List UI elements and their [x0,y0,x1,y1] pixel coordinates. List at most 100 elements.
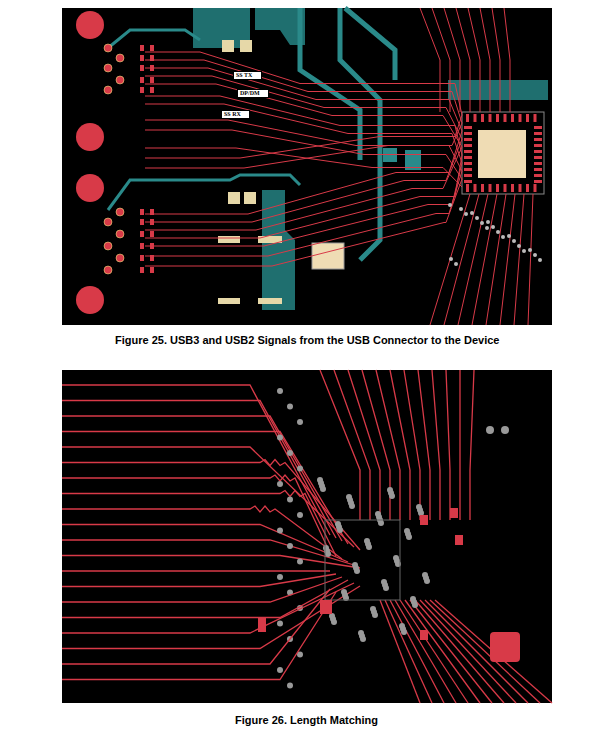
connector-pin [116,208,124,216]
ic-pin [474,114,477,122]
matched-trace [62,574,336,587]
signal-trace [458,194,488,325]
capacitor-pad [140,255,144,261]
via [464,212,468,216]
connector-pin [104,266,112,274]
ic-pin [526,184,529,192]
signal-trace [430,194,470,325]
via [277,481,283,487]
ic-pin [534,162,542,165]
signal-tag: SS TX [233,71,262,80]
signal-trace [145,139,462,222]
via [389,493,395,499]
ic-outline [325,520,400,600]
matched-trace [62,583,354,633]
pad [320,600,332,614]
via [349,503,355,509]
capacitor-pad [140,45,144,51]
figure-caption: Figure 25. USB3 and USB2 Signals from th… [115,334,499,346]
signal-trace [486,194,506,325]
signal-trace [145,115,462,158]
connector-pin [116,76,124,84]
ic-pin [489,114,492,122]
matched-trace [62,525,348,563]
via [287,450,293,456]
matched-trace [62,586,360,649]
ic-pin [534,184,537,192]
signal-trace [514,194,524,325]
via [522,249,526,253]
pad [240,40,252,52]
pcb-board [62,370,552,703]
ic-pin [504,114,507,122]
connector-pin [104,218,112,226]
ic-pin [511,114,514,122]
signal-trace [504,8,510,112]
via [501,426,509,434]
capacitor-pad [150,243,154,249]
matched-trace [62,580,348,618]
matched-trace [62,540,354,565]
via [538,258,542,262]
via [354,568,360,574]
via [485,226,489,230]
connector-pin [116,254,124,262]
connector-shell-pad [76,286,104,314]
capacitor-pad [140,243,144,249]
matched-trace [432,370,440,520]
capacitor-pad [150,45,154,51]
ic-pin [504,184,507,192]
pad [218,236,240,243]
matched-trace [62,475,330,553]
via [297,512,303,518]
matched-trace [446,370,450,520]
ic-pin [534,150,542,153]
signal-trace [472,194,497,325]
via [297,559,303,565]
via [424,578,430,584]
via [372,612,378,618]
connector-shell-pad [76,123,104,151]
capacitor-pad [140,219,144,225]
via [383,585,389,591]
ic-pin [464,150,472,153]
pad [218,298,240,304]
via [486,426,494,434]
via [507,234,511,238]
ic-pin [466,184,469,192]
matched-trace [425,600,528,703]
ic-pin [464,156,472,159]
ic-pin [534,132,542,135]
connector-pin [116,230,124,238]
matched-trace [62,401,336,539]
signal-trace [145,60,462,123]
via [287,497,293,503]
ic-pin [481,114,484,122]
capacitor-pad [140,209,144,215]
pad [420,630,428,640]
matched-trace [470,370,474,520]
signal-trace [492,8,500,112]
matched-trace [410,600,492,703]
ic-pin [489,184,492,192]
matched-trace [62,577,342,602]
matched-trace [62,570,330,571]
via [517,244,521,248]
matched-trace [418,370,430,520]
matched-trace [348,370,380,520]
via [287,543,293,549]
figure-caption: Figure 26. Length Matching [235,714,378,726]
via [277,528,283,534]
matched-trace [380,600,420,703]
ic-pin [464,132,472,135]
via [501,235,505,239]
capacitor-pad [140,65,144,71]
capacitor-pad [140,87,144,93]
matched-trace [62,385,330,535]
signal-trace [145,123,462,168]
matched-trace [435,600,552,703]
ic-pin [464,138,472,141]
ic-pin [496,114,499,122]
ic-pin [534,168,542,171]
via [480,221,484,225]
